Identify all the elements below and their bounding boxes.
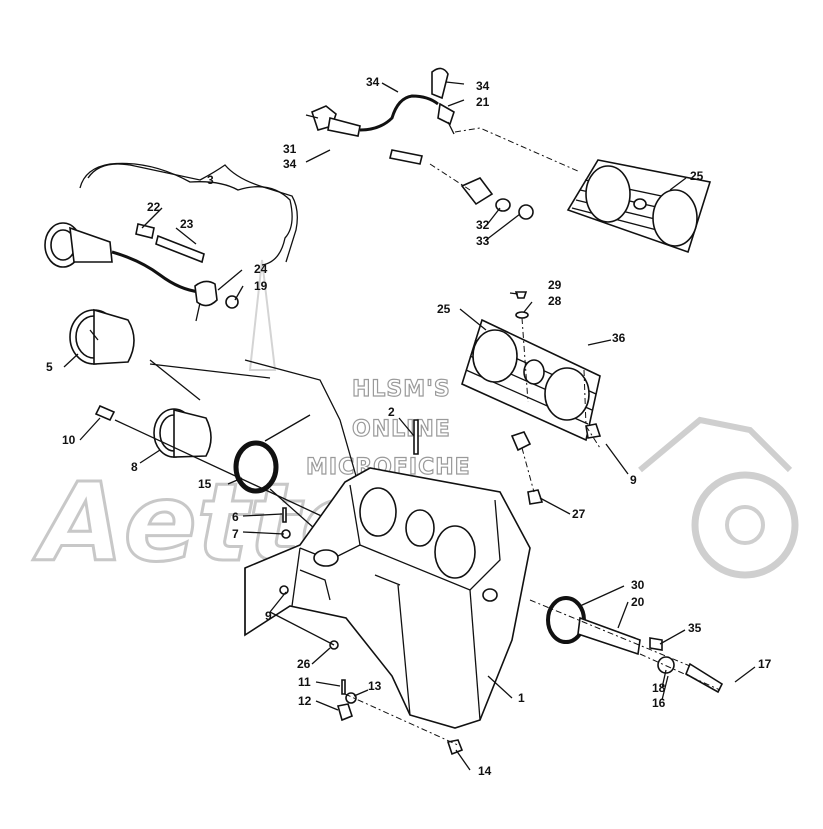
callout-24: 24	[254, 262, 268, 276]
watermark-line2: ONLINE	[352, 417, 451, 442]
callout-25-middle: 25	[437, 302, 451, 316]
callout-23: 23	[180, 217, 194, 231]
choke-cable-assembly	[311, 67, 581, 220]
callout-30: 30	[631, 578, 645, 592]
callout-18: 18	[652, 681, 666, 695]
callout-16: 16	[652, 696, 666, 710]
callout-27: 27	[572, 507, 586, 521]
callout-32: 32	[476, 218, 490, 232]
callout-labels: 1 2 3 5 6 7 8 9 9 10 11 12 13 14 15 16 1…	[46, 75, 772, 778]
callout-28: 28	[548, 294, 562, 308]
ignition-switch-assembly	[529, 596, 724, 694]
callout-29: 29	[548, 278, 562, 292]
watermark-line1: HLSM'S	[352, 377, 451, 402]
tachometer	[69, 308, 135, 365]
upper-gauge-bezel	[566, 159, 712, 254]
callout-9-right: 9	[630, 473, 637, 487]
callout-10: 10	[62, 433, 76, 447]
callout-34-top-right: 34	[476, 79, 490, 93]
callout-3: 3	[207, 173, 214, 187]
callout-21: 21	[476, 95, 490, 109]
callout-20: 20	[631, 595, 645, 609]
callout-35: 35	[688, 621, 702, 635]
callout-22: 22	[147, 200, 161, 214]
callout-36: 36	[612, 331, 626, 345]
dash-housing	[244, 467, 531, 729]
speedometer-assembly	[44, 162, 293, 322]
callout-26: 26	[297, 657, 311, 671]
middle-gauge-bezel	[461, 291, 602, 505]
leader-lines	[63, 81, 756, 771]
callout-1: 1	[518, 691, 525, 705]
callout-17: 17	[758, 657, 772, 671]
callout-7: 7	[232, 527, 239, 541]
callout-9-left: 9	[265, 609, 272, 623]
callout-2: 2	[388, 405, 395, 419]
callout-33: 33	[476, 234, 490, 248]
callout-5: 5	[46, 360, 53, 374]
callout-31: 31	[283, 142, 297, 156]
callout-34-top-left: 34	[366, 75, 380, 89]
callout-25-top: 25	[690, 169, 704, 183]
gauge-lower	[94, 359, 361, 561]
callout-14: 14	[478, 764, 492, 778]
callout-19: 19	[254, 279, 268, 293]
callout-11: 11	[298, 675, 311, 689]
callout-12: 12	[298, 694, 312, 708]
callout-8: 8	[131, 460, 138, 474]
callout-15: 15	[198, 477, 212, 491]
callout-6: 6	[232, 510, 239, 524]
callout-13: 13	[368, 679, 382, 693]
callout-34-lower: 34	[283, 157, 297, 171]
